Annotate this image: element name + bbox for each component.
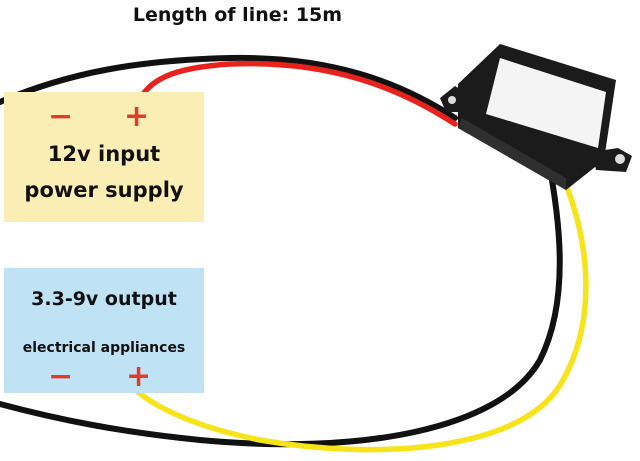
dc-converter-icon [440,44,632,190]
input-minus-icon: − [48,99,74,134]
input-panel: − + 12v input power supply [4,92,204,222]
input-plus-icon: + [124,99,150,134]
output-description-label: electrical appliances [22,340,186,356]
module-label [486,58,606,148]
output-black-wire [0,155,563,448]
output-plus-icon: + [126,359,152,394]
module-left-hole [448,96,456,104]
input-voltage-label: 12v input [47,142,161,166]
module-front-face [458,118,566,190]
page-title: Length of line: 15m [132,4,343,26]
input-black-wire [0,54,458,121]
output-yellow-wire [135,157,589,453]
input-description-label: power supply [24,178,184,202]
module-right-hole [615,154,625,164]
output-panel: 3.3-9v output electrical appliances − + [4,268,204,393]
input-red-wire [135,60,458,127]
output-voltage-label: 3.3-9v output [31,288,177,310]
output-minus-icon: − [48,359,74,394]
